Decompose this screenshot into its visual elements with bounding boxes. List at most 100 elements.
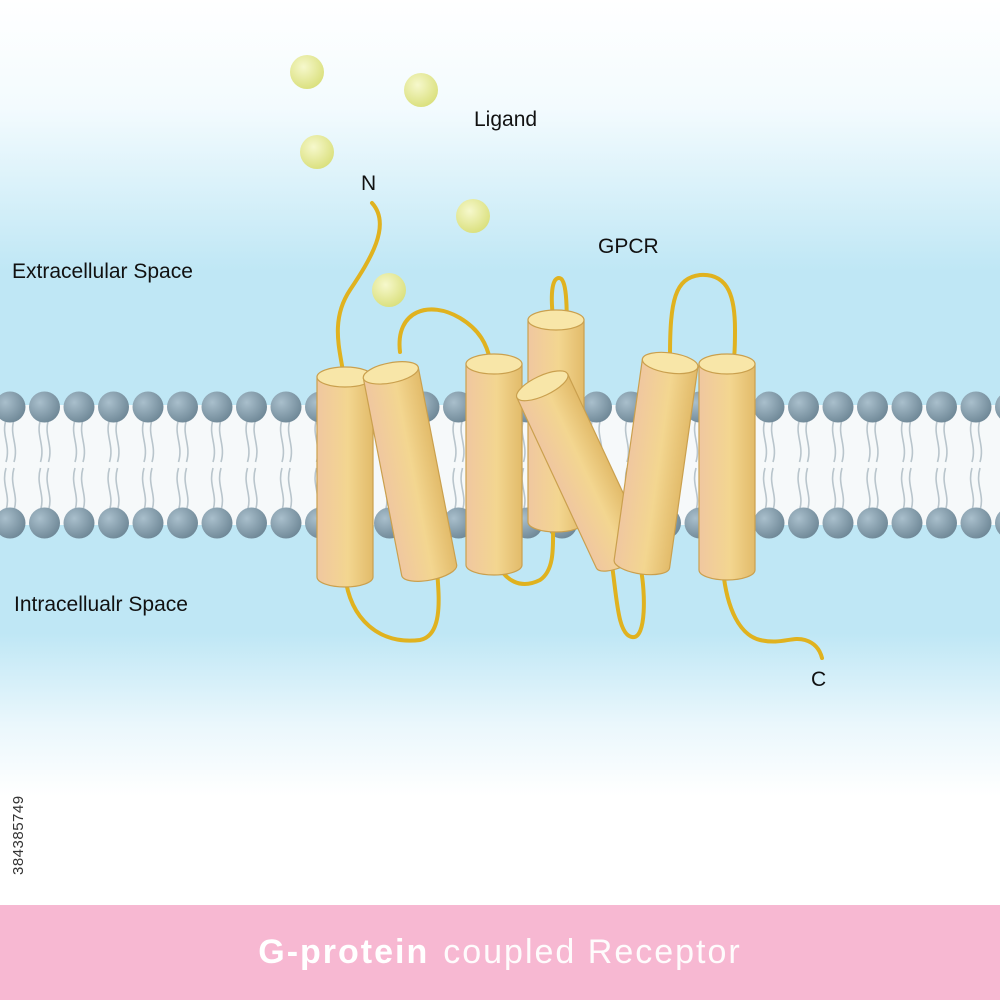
lipid-head xyxy=(98,391,129,423)
intracellular-loop-3 xyxy=(610,563,646,639)
lipid-head xyxy=(891,391,923,423)
lipid-tail xyxy=(866,467,871,511)
lipid-head xyxy=(0,391,26,423)
lipid-tail xyxy=(908,419,914,463)
lipid-head xyxy=(788,391,819,423)
lipid-head xyxy=(926,507,957,539)
gpcr-label: GPCR xyxy=(598,235,659,258)
lipid-head xyxy=(753,391,785,423)
lipid-tail xyxy=(935,419,940,463)
n-terminus-loop xyxy=(335,201,382,374)
lipid-tail xyxy=(287,419,293,463)
lipid-head xyxy=(753,507,785,539)
lipid-head xyxy=(201,391,233,423)
helix-cap xyxy=(527,309,585,331)
extracellular-label: Extracellular Space xyxy=(12,260,193,283)
footer-banner: G-protein coupled Receptor xyxy=(0,905,1000,1000)
lipid-head xyxy=(891,507,923,539)
lipid-tail xyxy=(762,467,768,511)
lipid-tail xyxy=(977,419,983,463)
helix-2 xyxy=(362,361,458,582)
lipid-tail xyxy=(115,467,120,511)
lipid-head xyxy=(167,391,198,423)
lipid-tail xyxy=(115,419,120,463)
lipid-tail xyxy=(977,467,983,511)
lipid-head xyxy=(581,391,612,423)
lipid-tail xyxy=(831,419,837,463)
lipid-tail xyxy=(253,467,258,511)
lipid-head xyxy=(132,507,164,539)
helix-cap xyxy=(362,361,419,385)
helix-cap xyxy=(641,351,699,375)
intracellular-label: Intracellualr Space xyxy=(14,593,188,616)
intracellular-loop-1 xyxy=(343,566,441,643)
n-terminus-label: N xyxy=(361,172,377,195)
lipid-tail xyxy=(3,467,9,511)
lipid-tail xyxy=(770,419,776,463)
lipid-head xyxy=(29,391,60,423)
helix-body xyxy=(698,363,756,581)
lipid-tail xyxy=(80,467,86,511)
lipid-head xyxy=(236,507,267,539)
lipid-head xyxy=(995,395,1000,419)
lipid-head xyxy=(0,507,26,539)
lipid-head xyxy=(960,391,992,423)
lipid-tail xyxy=(218,467,224,511)
lipid-tail xyxy=(210,419,216,463)
lipid-tail xyxy=(72,419,78,463)
lipid-tail xyxy=(218,419,224,463)
lipid-tail xyxy=(253,419,258,463)
lipid-tail xyxy=(141,419,147,463)
lipid-head xyxy=(167,507,198,539)
lipid-tail xyxy=(184,419,189,463)
lipid-tail xyxy=(210,467,216,511)
lipid-tail xyxy=(279,419,285,463)
transmembrane-helices xyxy=(316,309,756,588)
lipid-tail xyxy=(900,419,906,463)
lipid-tail xyxy=(149,419,155,463)
lipid-tail xyxy=(452,467,457,511)
lipid-tail xyxy=(521,419,526,463)
lipid-tail xyxy=(184,467,189,511)
lipid-tail xyxy=(149,467,155,511)
lipid-tail xyxy=(107,419,112,463)
protein-loops xyxy=(335,201,824,660)
helix-1 xyxy=(316,366,374,588)
stock-id: 384385749 xyxy=(10,795,27,875)
lipid-tail xyxy=(11,467,17,511)
lipid-tail xyxy=(245,419,250,463)
extracellular-loop-1 xyxy=(397,307,492,362)
lipid-tail xyxy=(693,419,699,463)
lipid-tail xyxy=(805,467,810,511)
lipid-tail xyxy=(107,467,112,511)
lipid-tail xyxy=(460,419,465,463)
ligand-5 xyxy=(372,273,406,307)
lipid-head xyxy=(29,507,60,539)
lipid-head xyxy=(63,391,95,423)
c-terminus-label: C xyxy=(811,668,827,691)
lipid-tail xyxy=(969,467,975,511)
lipid-tail xyxy=(908,467,914,511)
lipid-tail xyxy=(3,419,9,463)
lipid-tail xyxy=(797,467,802,511)
lipid-head xyxy=(98,507,129,539)
helix-body xyxy=(316,376,374,588)
helix-cap xyxy=(515,370,569,402)
lipid-tail xyxy=(287,467,293,511)
lipid-tail xyxy=(279,467,285,511)
intracellular-loop-2 xyxy=(495,523,556,586)
lipid-tail xyxy=(762,419,768,463)
lipid-head xyxy=(926,391,957,423)
lipid-tail xyxy=(797,419,802,463)
lipid-tail xyxy=(693,467,699,511)
lipid-tail xyxy=(866,419,871,463)
lipid-tail xyxy=(176,467,181,511)
lipid-tail xyxy=(245,467,250,511)
lipid-tail xyxy=(839,419,845,463)
lipid-head xyxy=(857,391,888,423)
helix-cap xyxy=(465,353,523,375)
helix-7 xyxy=(698,353,756,581)
helix-3 xyxy=(465,353,523,576)
lipid-tail xyxy=(943,467,948,511)
